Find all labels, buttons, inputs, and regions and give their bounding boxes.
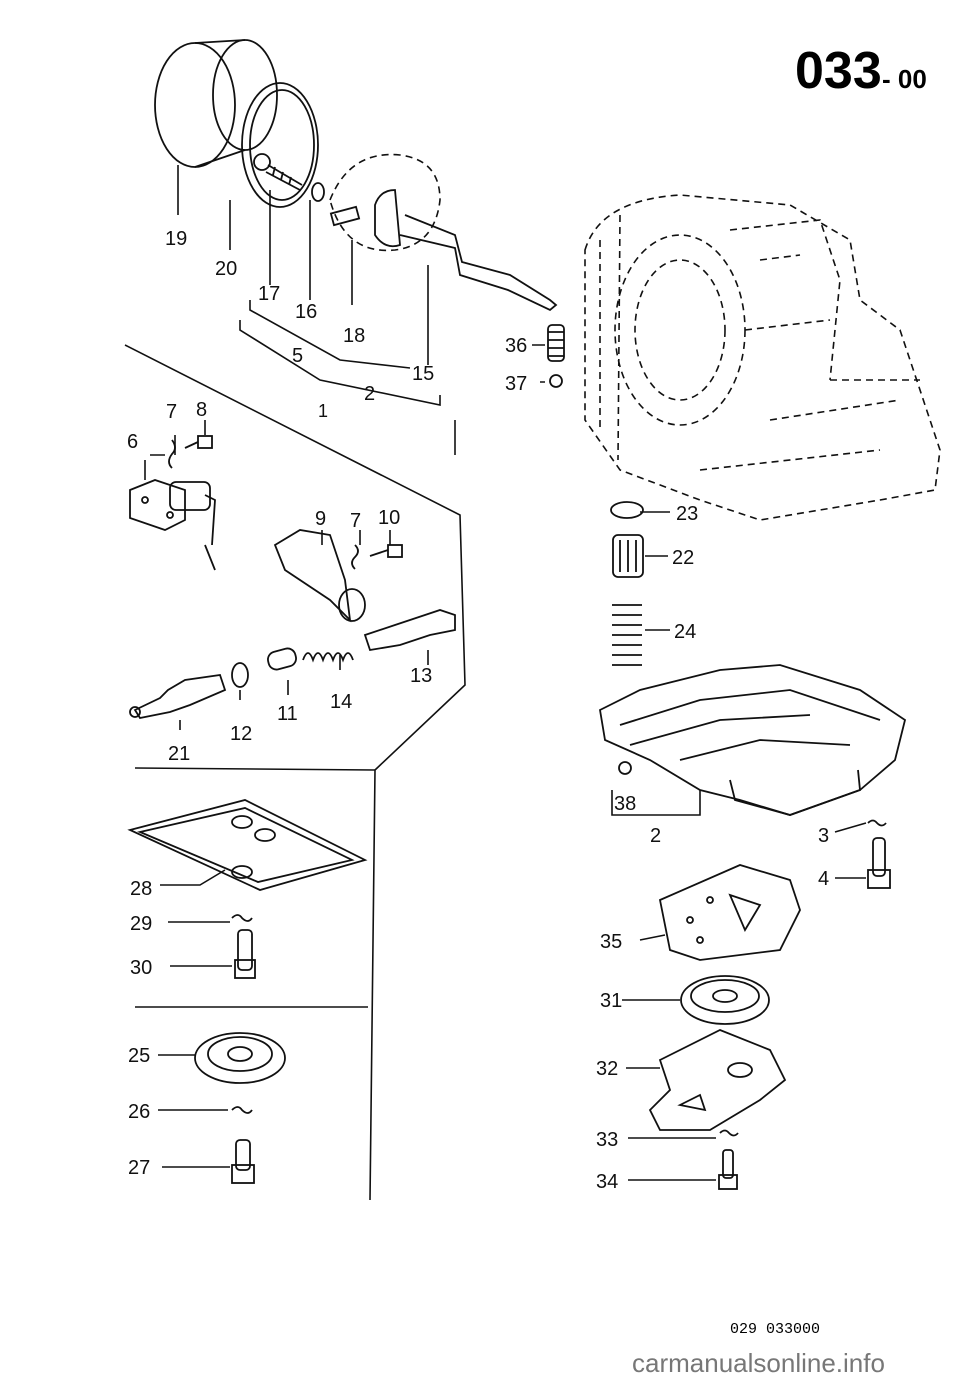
label-13: 13 [410,665,432,687]
filter-22 [612,534,644,578]
plate-18 [329,205,361,227]
washer-3 [867,819,887,827]
label-5: 5 [292,345,303,367]
label-22: 22 [672,547,694,569]
ring-16 [311,182,325,202]
washer-7b [351,544,359,570]
bolt-27 [231,1139,255,1184]
shaft-assembly-15 [329,153,558,312]
label-31: 31 [600,990,622,1012]
label-30: 30 [130,957,152,979]
bracket-lines-top [124,190,466,1201]
group-code-number: 033 [795,42,882,100]
label-32: 32 [596,1058,618,1080]
piston-11 [267,647,297,671]
label-23: 23 [676,503,698,525]
ball-38 [618,761,632,775]
label-37: 37 [505,373,527,395]
drum-assembly [154,39,319,208]
label-21: 21 [168,743,190,765]
washer-33 [719,1129,739,1137]
label-12: 12 [230,723,252,745]
label-9: 9 [315,508,326,530]
strainer-25 [194,1032,286,1084]
servo-cover-6 [129,479,216,571]
label-3: 3 [818,825,829,847]
transmission-case [584,194,941,521]
label-28: 28 [130,878,152,900]
filter-screen-31 [680,975,770,1025]
label-36: 36 [505,335,527,357]
label-16: 16 [295,301,317,323]
label-2-lower: 2 [650,825,661,847]
drum-19 [154,42,236,168]
gasket-20 [241,82,319,208]
o-ring-23 [610,501,644,519]
group-code: 033 - 00 [795,42,927,100]
valve-21 [129,674,227,720]
bolt-8 [184,435,213,449]
leader-lines [144,165,867,1181]
label-1: 1 [318,401,328,421]
o-ring-12 [231,662,249,688]
bolt-4 [867,837,891,889]
spring-24 [612,604,642,666]
label-25: 25 [128,1045,150,1067]
label-24: 24 [674,621,696,643]
group-code-suffix: - 00 [882,64,927,94]
label-19: 19 [165,228,187,250]
spring-14 [302,652,354,663]
label-34: 34 [596,1171,618,1193]
bolt-17 [253,153,303,191]
label-18: 18 [343,325,365,347]
label-17: 17 [258,283,280,305]
label-2-top: 2 [364,383,375,405]
label-20: 20 [215,258,237,280]
label-6: 6 [127,431,138,453]
ball-37 [549,374,563,388]
label-11: 11 [277,703,298,725]
label-7-mid: 7 [350,510,361,532]
callout-labels: 19 20 17 16 18 15 5 2 1 36 37 7 8 6 9 7 … [127,228,829,1193]
label-7-top: 7 [166,401,177,423]
label-27: 27 [128,1157,150,1179]
label-35: 35 [600,931,622,953]
bracket-9 [273,529,366,623]
bolt-10 [369,544,403,558]
watermark: carmanualsonline.info [632,1348,885,1378]
valve-body-2 [599,664,907,816]
separator-plate-35 [658,864,801,961]
washer-26 [231,1106,253,1114]
label-14: 14 [330,691,352,713]
bolt-30 [234,929,256,979]
drawing-number: 029 033000 [730,1321,820,1338]
label-29: 29 [130,913,152,935]
oil-pan-28 [127,799,368,891]
valve-13 [363,609,456,652]
label-8: 8 [196,399,207,421]
washer-7a [168,439,176,469]
label-15: 15 [412,363,434,385]
label-4: 4 [818,868,829,890]
bracket-2-lower [611,790,701,816]
washer-29 [231,914,253,922]
bolt-34 [718,1149,738,1190]
spring-36 [547,324,565,362]
cover-32 [648,1029,787,1131]
label-10: 10 [378,507,400,529]
label-33: 33 [596,1129,618,1151]
label-26: 26 [128,1101,150,1123]
label-38: 38 [614,793,636,815]
